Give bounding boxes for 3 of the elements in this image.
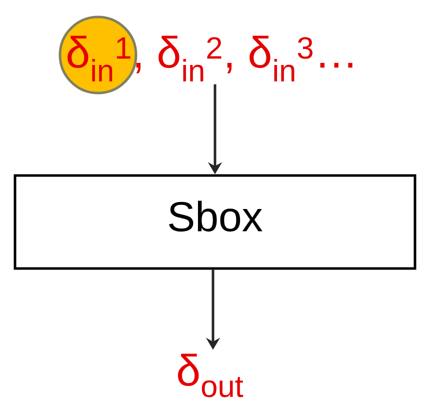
output-difference-text: δ$_{out}$ [178,354,244,398]
sbox-box: Sbox [14,174,416,270]
input-differences-text: δ$_{in}$$^{1}$, δ$_{in}$$^{2}$, δ$_{in}$$^{3}$… [68,36,352,82]
